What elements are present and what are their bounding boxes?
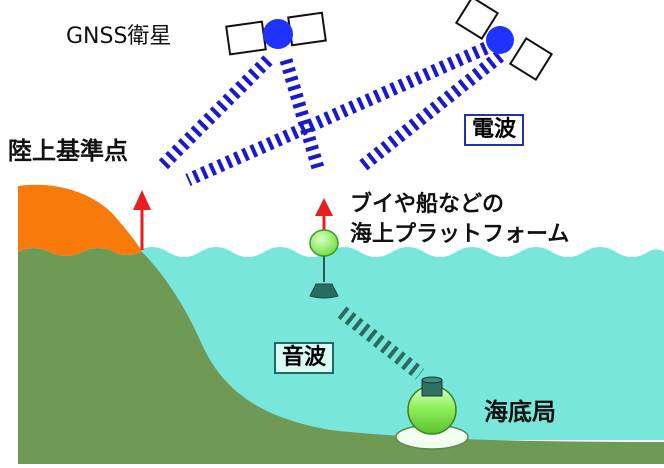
satellite-left: [225, 11, 327, 56]
land-slope: [18, 248, 664, 464]
sound-wave-beam: [337, 306, 425, 380]
buoy-transducer: [309, 283, 339, 299]
radio-beam-sat1-to-benchmark: [155, 55, 273, 173]
benchmark-arrow: [133, 190, 151, 210]
buoy-arrow: [315, 198, 333, 216]
satellite-right: [454, 0, 554, 82]
seafloor-station-label: 海底局: [484, 398, 556, 426]
benchmark-label: 陸上基準点: [8, 137, 128, 165]
radio-waves-label: 電波: [464, 114, 525, 146]
solar-panel-right: [287, 11, 327, 47]
platform-label-line2: 海上プラットフォーム: [350, 222, 570, 247]
land-cap: [18, 184, 142, 256]
station-transducer-cap: [421, 376, 443, 384]
seafloor-station: [395, 376, 469, 450]
solar-panel-lower: [508, 36, 554, 82]
satellite-body: [263, 19, 293, 49]
sound-waves-label: 音波: [274, 342, 335, 374]
radio-beam-sat2-to-buoy: [355, 50, 505, 174]
sea: [135, 247, 664, 440]
radio-beam-sat2-to-benchmark: [185, 42, 489, 186]
satellite-body: [486, 26, 514, 54]
radio-wave-beams: [155, 42, 505, 186]
solar-panel-upper: [454, 0, 500, 41]
solar-panel-left: [225, 20, 267, 56]
platform-label-line1: ブイや船などの: [350, 192, 505, 217]
radio-beam-sat1-to-buoy: [279, 58, 325, 170]
satellite-label: GNSS衛星: [66, 24, 172, 49]
buoy-float: [309, 229, 339, 257]
